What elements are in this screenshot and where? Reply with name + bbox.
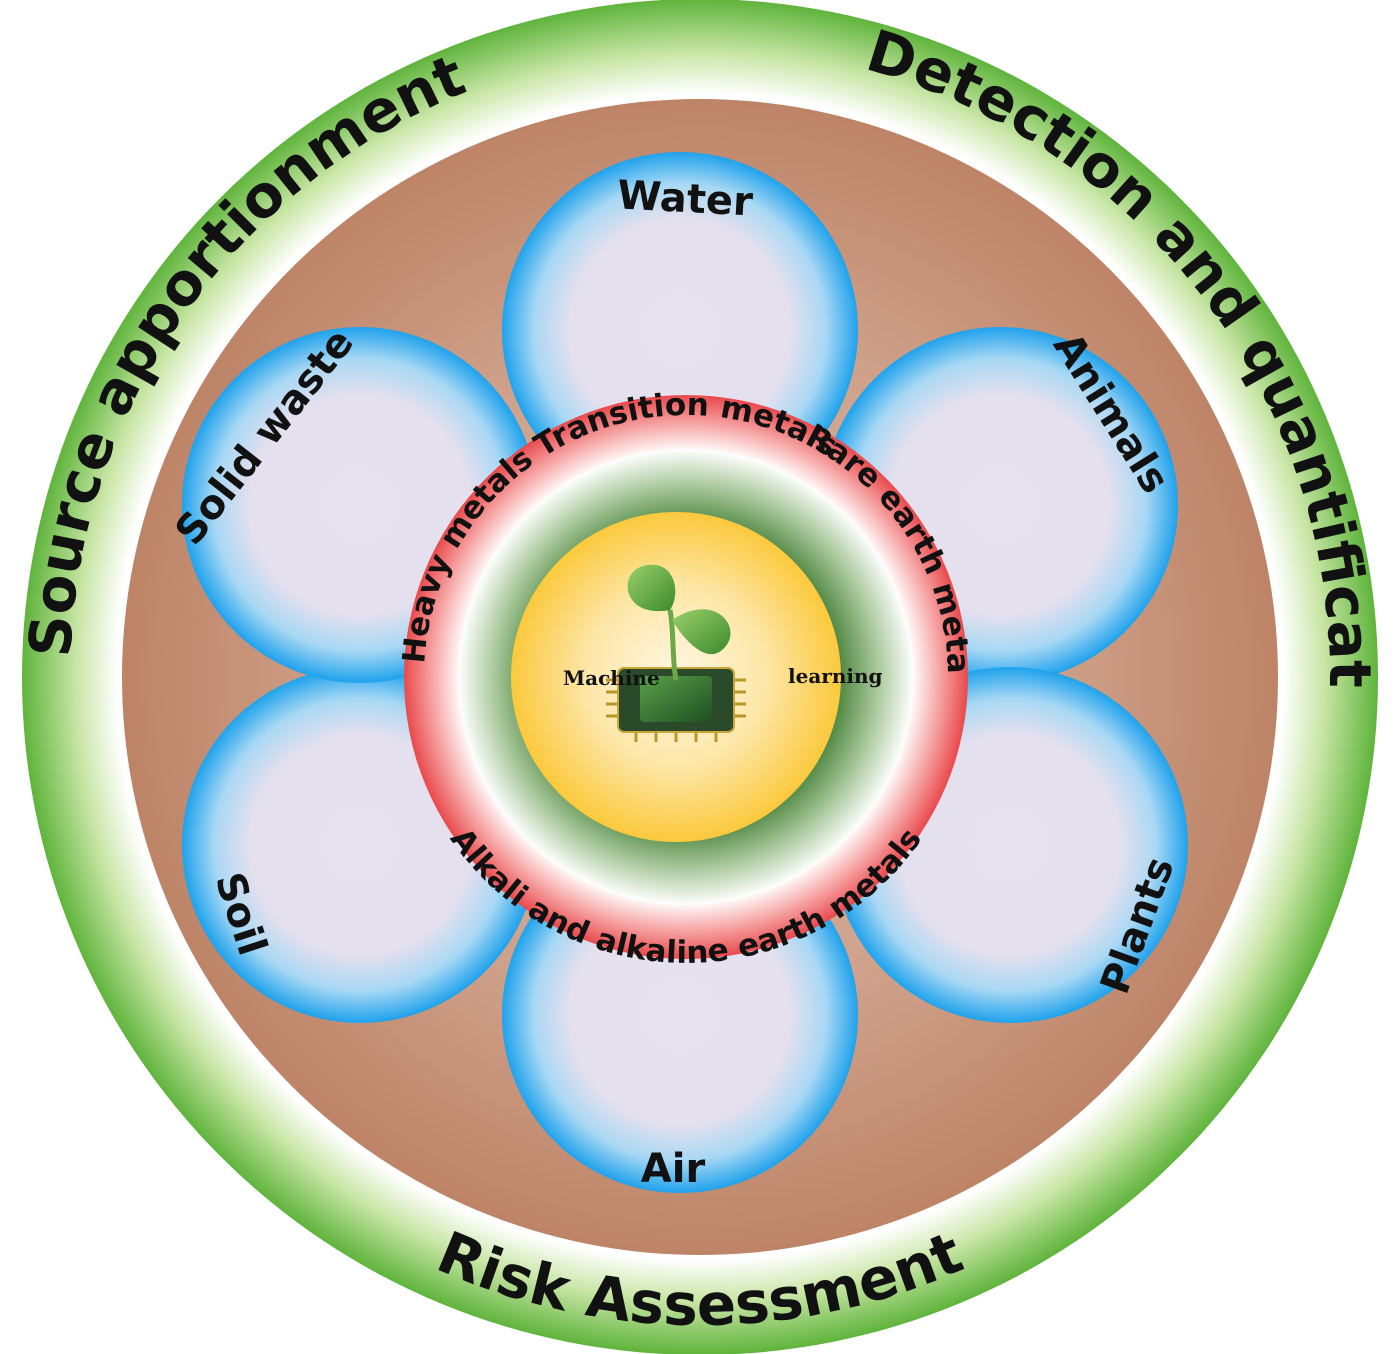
- petal-label-air: Air: [641, 1146, 706, 1192]
- sprout-on-chip-icon: [606, 564, 746, 742]
- petal-label-water: Water: [616, 172, 754, 225]
- core-label-learning: learning: [788, 664, 882, 688]
- core-label-machine: Machine: [563, 666, 660, 690]
